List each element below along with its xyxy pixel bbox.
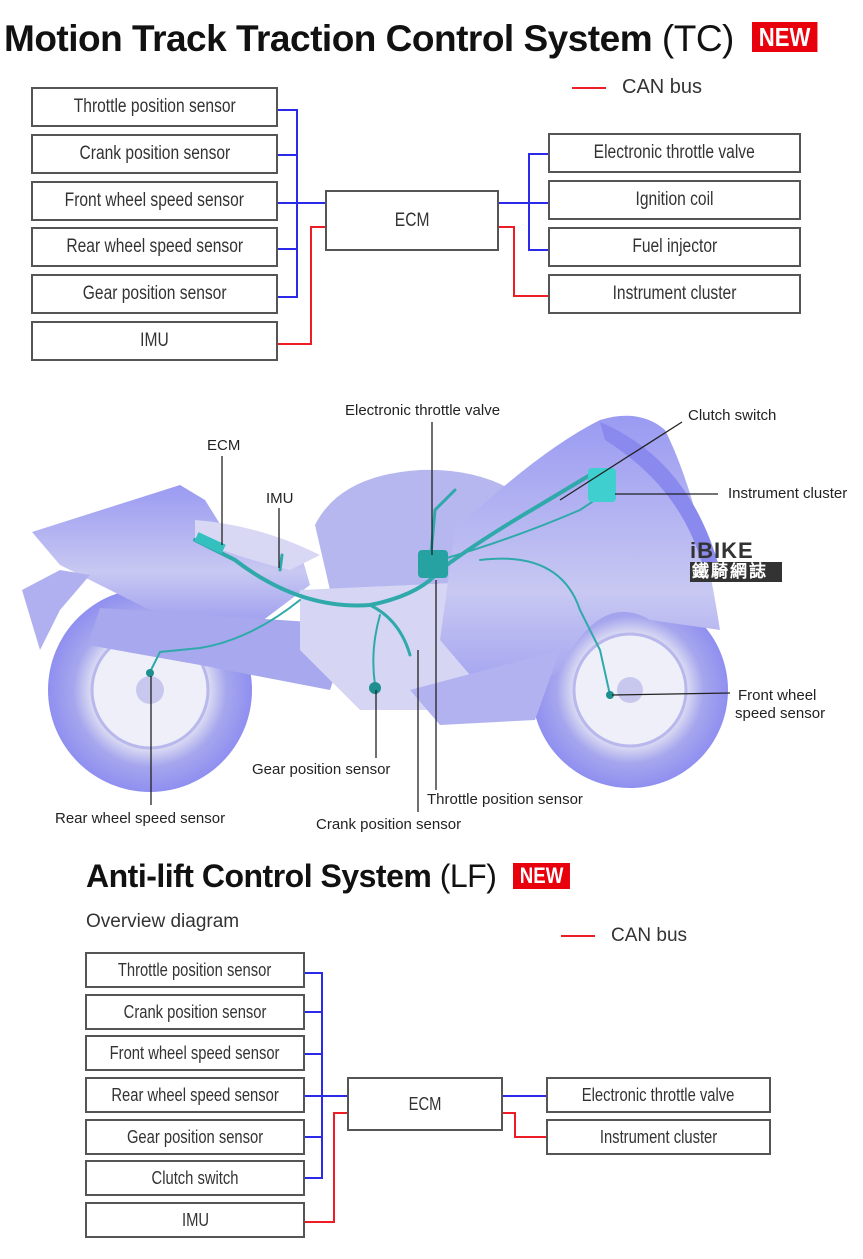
lf-output-instrument-cluster: Instrument cluster <box>546 1119 771 1155</box>
lf-wire-inputs <box>305 972 323 1179</box>
front-sensor-unit <box>606 691 614 699</box>
tc-can-bus-legend: CAN bus <box>572 76 702 99</box>
tc-input-throttle-position-sensor: Throttle position sensor <box>31 87 278 127</box>
tc-wire-outputs <box>528 153 548 251</box>
callout-electronic-throttle-valve: Electronic throttle valve <box>345 402 501 419</box>
tc-can-instrument <box>499 226 548 297</box>
can-bus-line-swatch <box>572 86 606 89</box>
lf-can-imu <box>305 1112 347 1223</box>
lf-input-gear-position-sensor: Gear position sensor <box>85 1119 305 1155</box>
motorcycle-illustration <box>22 415 731 812</box>
lf-title: Anti-lift Control System (LF) NEW <box>86 858 580 895</box>
tc-can-imu <box>278 226 325 345</box>
tc-wiring-diagram <box>278 109 548 345</box>
instrument-unit <box>588 468 616 502</box>
rear-sensor-unit <box>146 669 154 677</box>
callout-crank-position-sensor: Crank position sensor <box>316 816 462 833</box>
exhaust <box>88 608 340 690</box>
tc-output-electronic-throttle-valve: Electronic throttle valve <box>548 133 801 173</box>
lf-input-front-wheel-speed-sensor: Front wheel speed sensor <box>85 1035 305 1071</box>
lf-input-imu: IMU <box>85 1202 305 1238</box>
callout-ecm: ECM <box>207 437 241 454</box>
lower-cowl <box>410 650 560 725</box>
tc-input-imu: IMU <box>31 321 278 361</box>
callout-front-wheel-speed-sensor: Front wheel speed sensor <box>735 687 826 722</box>
tc-input-gear-position-sensor: Gear position sensor <box>31 274 278 314</box>
lf-input-throttle-position-sensor: Throttle position sensor <box>85 952 305 988</box>
lf-can-instrument <box>502 1112 546 1138</box>
gear-sensor-unit <box>369 682 381 694</box>
tc-output-fuel-injector: Fuel injector <box>548 227 801 267</box>
front-fairing <box>440 415 720 710</box>
lf-output-electronic-throttle-valve: Electronic throttle valve <box>546 1077 771 1113</box>
tc-output-ignition-coil: Ignition coil <box>548 180 801 220</box>
new-badge: NEW <box>751 22 817 53</box>
callout-instrument-cluster: Instrument cluster <box>728 485 848 502</box>
lf-input-crank-position-sensor: Crank position sensor <box>85 994 305 1030</box>
tc-title: Motion Track Traction Control System (TC… <box>4 18 828 60</box>
etv-unit <box>418 550 448 578</box>
can-bus-line-swatch <box>561 935 595 937</box>
lf-subtitle: Overview diagram <box>86 911 240 932</box>
ecm-unit <box>194 532 226 554</box>
lf-input-rear-wheel-speed-sensor: Rear wheel speed sensor <box>85 1077 305 1113</box>
tc-input-crank-position-sensor: Crank position sensor <box>31 134 278 174</box>
callout-gear-position-sensor: Gear position sensor <box>252 761 391 778</box>
tc-input-front-wheel-speed-sensor: Front wheel speed sensor <box>31 181 278 221</box>
tc-input-rear-wheel-speed-sensor: Rear wheel speed sensor <box>31 227 278 267</box>
new-badge: NEW <box>512 862 570 889</box>
tc-output-instrument-cluster: Instrument cluster <box>548 274 801 314</box>
tc-ecm-box: ECM <box>325 190 499 251</box>
lf-ecm-box: ECM <box>347 1077 503 1131</box>
callout-rear-wheel-speed-sensor: Rear wheel speed sensor <box>55 810 226 827</box>
tail-section <box>32 485 310 630</box>
lf-input-clutch-switch: Clutch switch <box>85 1160 305 1196</box>
lf-can-bus-legend: CAN bus <box>561 925 687 947</box>
seat <box>195 520 320 570</box>
callout-imu: IMU <box>266 490 294 507</box>
callout-clutch-switch: Clutch switch <box>688 407 777 424</box>
callout-throttle-position-sensor: Throttle position sensor <box>427 791 583 808</box>
ibike-watermark-logo: iBIKE 鐵騎網誌 <box>690 540 782 592</box>
wiring-harness <box>149 469 611 696</box>
callout-leaders <box>150 421 731 812</box>
